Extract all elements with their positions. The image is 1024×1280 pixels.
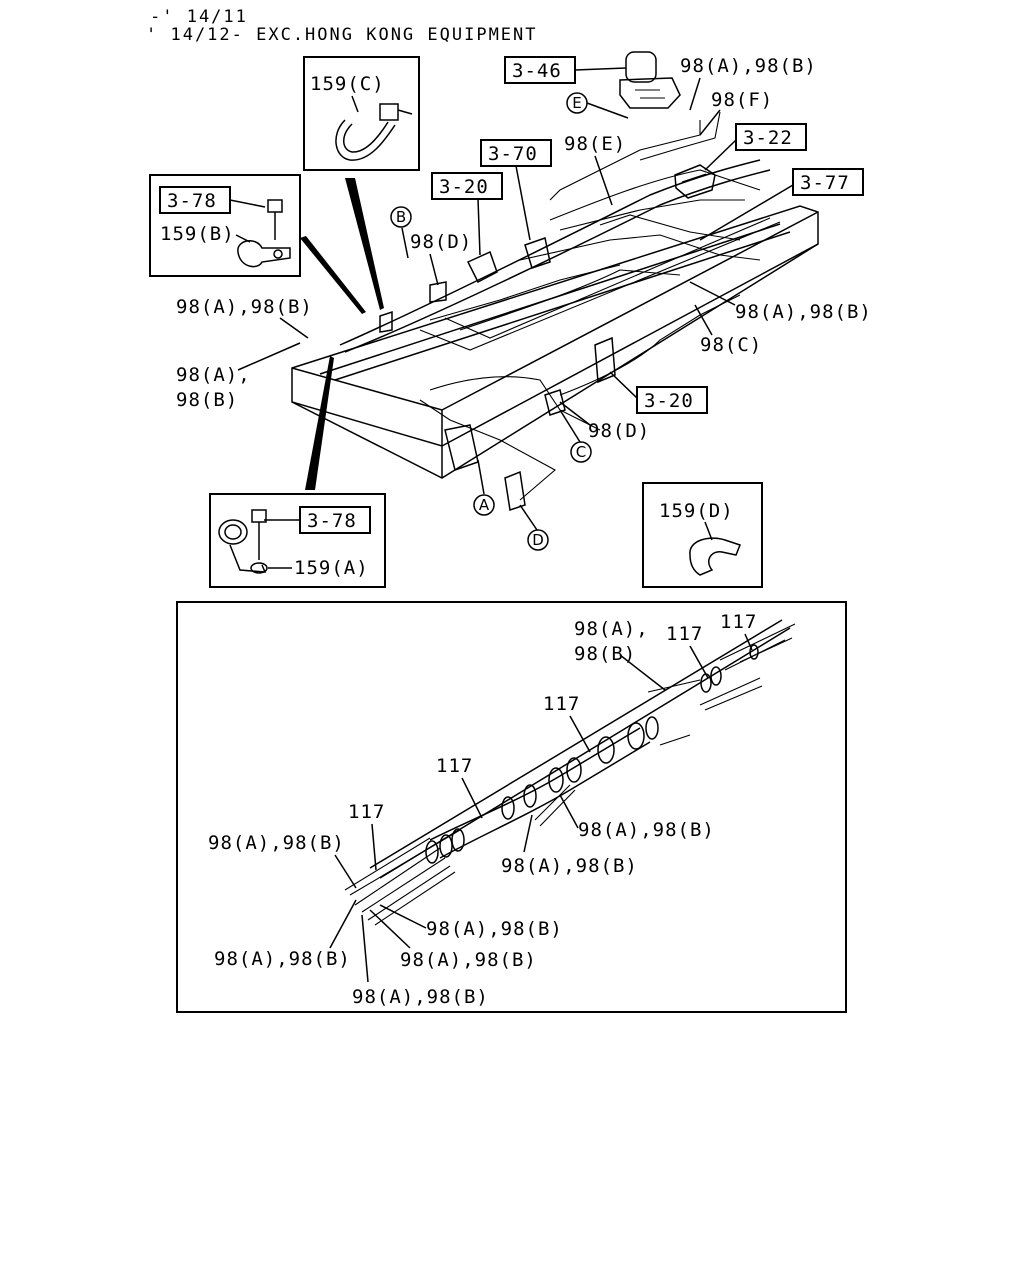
label-98ab-right: 98(A),98(B) [735, 301, 872, 323]
label-98a-left2: 98(A), [176, 364, 251, 386]
ref-box-3-20-top [431, 172, 503, 200]
label-159d: 159(D) [659, 500, 734, 522]
callout-c [570, 441, 592, 463]
inset-159d: 159(D) [642, 482, 763, 588]
callout-e-text: E [572, 94, 581, 112]
detail-117-e: 117 [348, 801, 385, 823]
callout-a [473, 494, 495, 516]
label-159a: 159(A) [294, 557, 369, 579]
detail-98ab-1: 98(A),98(B) [578, 819, 715, 841]
label-98e: 98(E) [564, 133, 626, 155]
label-98f: 98(F) [711, 89, 773, 111]
callout-a-text: A [479, 496, 490, 514]
detail-98ab-6: 98(A),98(B) [400, 949, 537, 971]
callout-e [566, 92, 588, 114]
label-98c: 98(C) [700, 334, 762, 356]
label-98ab-top: 98(A),98(B) [680, 55, 817, 77]
component-3-22 [674, 164, 716, 199]
label-98ab-left: 98(A),98(B) [176, 296, 313, 318]
callout-circles: B E C A D [390, 92, 629, 551]
ref-3-78-bottom: 3-78 [307, 510, 357, 532]
ref-3-78-top: 3-78 [167, 190, 217, 212]
ref-box-3-22 [735, 123, 807, 151]
detail-117-c: 117 [543, 693, 580, 715]
label-98d-bottom: 98(D) [588, 420, 650, 442]
callout-c-text: C [576, 443, 586, 461]
label-159b: 159(B) [160, 223, 235, 245]
ref-3-22: 3-22 [743, 127, 793, 149]
detail-117-b: 117 [720, 611, 757, 633]
detail-98b-tr: 98(B) [574, 643, 636, 665]
inset-159b: 3-78 159(B) [149, 174, 301, 277]
ref-box-3-77 [792, 168, 864, 196]
wiring-harness-frame [339, 111, 771, 501]
detail-98ab-5: 98(A),98(B) [214, 948, 351, 970]
header-line-1: -' 14/11 [150, 7, 248, 27]
leader-wedges [300, 178, 384, 490]
detail-98a-tr: 98(A), [574, 618, 649, 640]
part-labels: 98(A),98(B) 98(F) 98(E) 98(D) 98(A),98(B… [176, 55, 872, 442]
callout-b [390, 206, 412, 228]
label-159c: 159(C) [310, 73, 385, 95]
detail-view: 98(A), 98(B) 117 117 117 117 117 98(A),9… [176, 601, 847, 1013]
ref-3-20-bottom: 3-20 [644, 390, 694, 412]
inset-159a: 3-78 159(A) [209, 493, 386, 588]
detail-98ab-7: 98(A),98(B) [352, 986, 489, 1008]
connector-bracket-top [379, 237, 551, 333]
ref-3-20-top: 3-20 [439, 176, 489, 198]
ref-3-46: 3-46 [512, 60, 562, 82]
detail-98ab-3: 98(A),98(B) [208, 832, 345, 854]
valve-assembly [619, 51, 681, 109]
label-98d-top: 98(D) [410, 231, 472, 253]
callout-b-text: B [396, 208, 406, 226]
ref-3-77: 3-77 [800, 172, 850, 194]
ref-boxes: 3-46 3-70 3-20 3-22 3-77 3-20 [431, 56, 864, 414]
ref-3-70: 3-70 [488, 143, 538, 165]
label-98b-left2: 98(B) [176, 389, 238, 411]
detail-frame [176, 601, 847, 1013]
ref-box-3-20-bottom [636, 386, 708, 414]
header-line-2: ' 14/12- EXC.HONG KONG EQUIPMENT [146, 25, 538, 45]
inset-159c: 159(C) [303, 56, 420, 171]
detail-117-d: 117 [436, 755, 473, 777]
detail-98ab-4: 98(A),98(B) [426, 918, 563, 940]
callout-d [527, 529, 549, 551]
detail-98ab-2: 98(A),98(B) [501, 855, 638, 877]
callout-d-text: D [532, 531, 544, 549]
detail-117-a: 117 [666, 623, 703, 645]
